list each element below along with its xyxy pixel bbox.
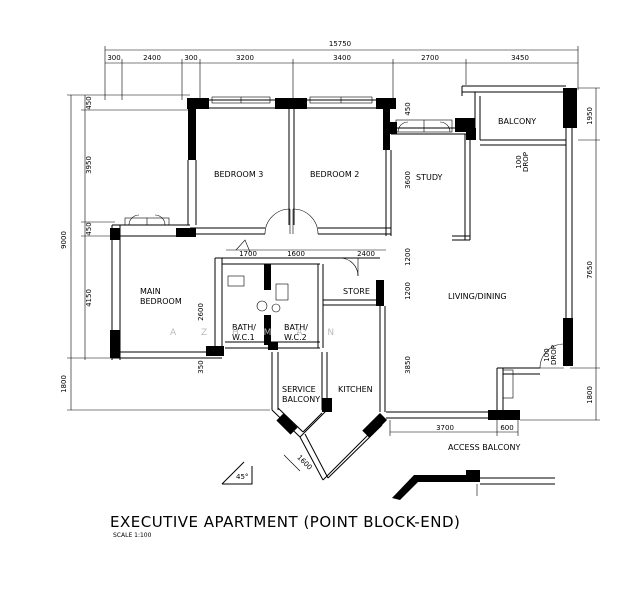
dim-left-3: 450 xyxy=(85,222,93,235)
drawing-scale: SCALE 1:100 xyxy=(113,532,152,539)
dim-bottom-small: 350 xyxy=(197,360,205,373)
room-access-balcony: ACCESS BALCONY xyxy=(448,443,521,452)
dim-bath-width: 2600 xyxy=(197,303,205,321)
dim-access-2: 600 xyxy=(500,424,513,432)
room-balcony: BALCONY xyxy=(498,117,536,126)
dim-left-1: 450 xyxy=(85,96,93,109)
room-bedroom-3: BEDROOM 3 xyxy=(214,170,263,179)
dim-left-2: 3950 xyxy=(85,156,93,174)
section-detail xyxy=(392,475,470,500)
walls xyxy=(110,85,577,481)
left-dimensions: 9000 450 3950 450 4150 1800 xyxy=(60,94,270,411)
note-drop-bottom-2: DROP xyxy=(550,345,558,365)
room-study: STUDY xyxy=(416,173,443,182)
dim-top-4: 3200 xyxy=(236,54,254,62)
dim-store-side: 1200 xyxy=(404,282,412,300)
watermark: A Z H M A N xyxy=(170,328,345,338)
dim-left-outer: 9000 xyxy=(60,231,68,249)
dim-study-top: 450 xyxy=(404,102,412,115)
dim-top-5: 3400 xyxy=(333,54,351,62)
dim-overall: 15750 xyxy=(329,40,351,48)
room-bedroom-2: BEDROOM 2 xyxy=(310,170,359,179)
room-kitchen: KITCHEN xyxy=(338,385,373,394)
room-labels: BEDROOM 3 BEDROOM 2 STUDY BALCONY MAIN B… xyxy=(140,117,536,452)
room-living-dining: LIVING/DINING xyxy=(448,292,507,301)
dim-left-4: 4150 xyxy=(85,289,93,307)
interior-dimensions: 1700 1600 2400 3600 450 1200 1200 3850 2… xyxy=(197,102,519,472)
dim-corridor-side: 1200 xyxy=(404,248,412,266)
room-bath-2-line2: W.C.2 xyxy=(284,333,307,342)
dim-right-1: 1950 xyxy=(586,107,594,125)
dim-top-1: 300 xyxy=(107,54,120,62)
room-bath-2-line1: BATH/ xyxy=(284,323,308,332)
room-bath-1-line2: W.C.1 xyxy=(232,333,255,342)
room-service-balcony-line2: BALCONY xyxy=(282,395,320,404)
annotations: 100 DROP 100 DROP 45° xyxy=(221,152,558,500)
room-main-bedroom-line2: BEDROOM xyxy=(140,297,182,306)
dim-top-2: 2400 xyxy=(143,54,161,62)
dim-right-2: 7650 xyxy=(586,261,594,279)
room-bath-1-line1: BATH/ xyxy=(232,323,256,332)
room-service-balcony-line1: SERVICE xyxy=(282,385,316,394)
note-angle: 45° xyxy=(236,473,248,481)
dim-top-3: 300 xyxy=(184,54,197,62)
top-dimensions: 15750 300 2400 300 3200 3400 2700 3450 xyxy=(104,40,579,100)
dim-corridor-2: 1600 xyxy=(287,250,305,258)
dim-corridor-3: 2400 xyxy=(357,250,375,258)
room-store: STORE xyxy=(343,287,370,296)
dim-study-left: 3600 xyxy=(404,171,412,189)
dim-corridor-1: 1700 xyxy=(239,250,257,258)
dim-left-bottom: 1800 xyxy=(60,375,68,393)
dim-living-side: 3850 xyxy=(404,356,412,374)
angle-marker xyxy=(222,466,253,485)
note-drop-top-1: 100 xyxy=(515,155,523,168)
drawing-title: EXECUTIVE APARTMENT (POINT BLOCK-END) xyxy=(110,513,460,531)
room-main-bedroom-line1: MAIN xyxy=(140,287,161,296)
dim-top-6: 2700 xyxy=(421,54,439,62)
right-dimensions: 1950 7650 1800 xyxy=(520,87,600,421)
dim-top-7: 3450 xyxy=(511,54,529,62)
dim-right-3: 1800 xyxy=(586,386,594,404)
note-drop-bottom-1: 100 xyxy=(543,348,551,361)
note-drop-top-2: DROP xyxy=(522,152,530,172)
dim-access-1: 3700 xyxy=(436,424,454,432)
